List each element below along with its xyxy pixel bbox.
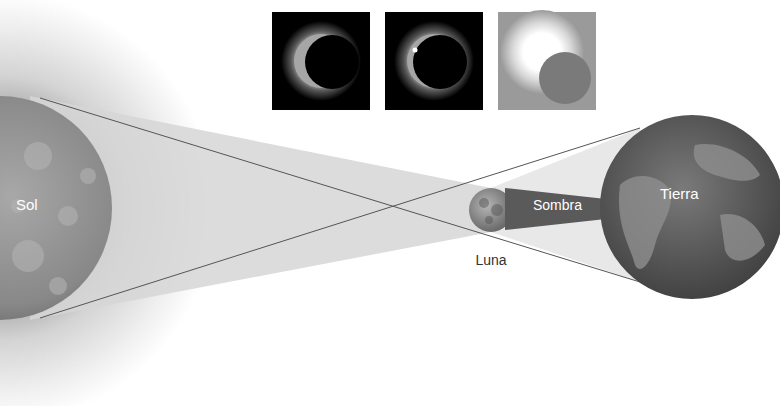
eclipse-thumbnail	[272, 12, 370, 110]
shadow-cone: Sombra	[505, 186, 615, 232]
earth-disk	[600, 115, 780, 299]
sun-spot	[49, 277, 67, 295]
sun-spot	[24, 142, 52, 170]
moon-crater	[491, 204, 503, 216]
sun-spot	[58, 206, 78, 226]
body-label: Tierra	[660, 185, 699, 203]
earth-body: Tierra	[600, 115, 780, 299]
sun-spot	[12, 240, 44, 272]
umbra-shape	[505, 188, 615, 230]
moon-crater	[485, 216, 493, 224]
body-label: Luna	[475, 252, 506, 269]
body-label: Sombra	[533, 197, 582, 214]
eclipse-thumbnail	[498, 10, 596, 110]
sun-body: Sol	[0, 96, 112, 320]
tangent-line	[40, 98, 640, 282]
eclipse-thumbnail	[385, 12, 483, 110]
sun-disk	[0, 96, 112, 320]
moon-crater	[479, 198, 489, 208]
continent	[694, 144, 760, 181]
tangent-line	[40, 128, 640, 318]
node-outline	[600, 115, 780, 299]
sun-spot	[80, 168, 96, 184]
body-label: Sol	[16, 196, 38, 214]
continent	[720, 214, 765, 261]
